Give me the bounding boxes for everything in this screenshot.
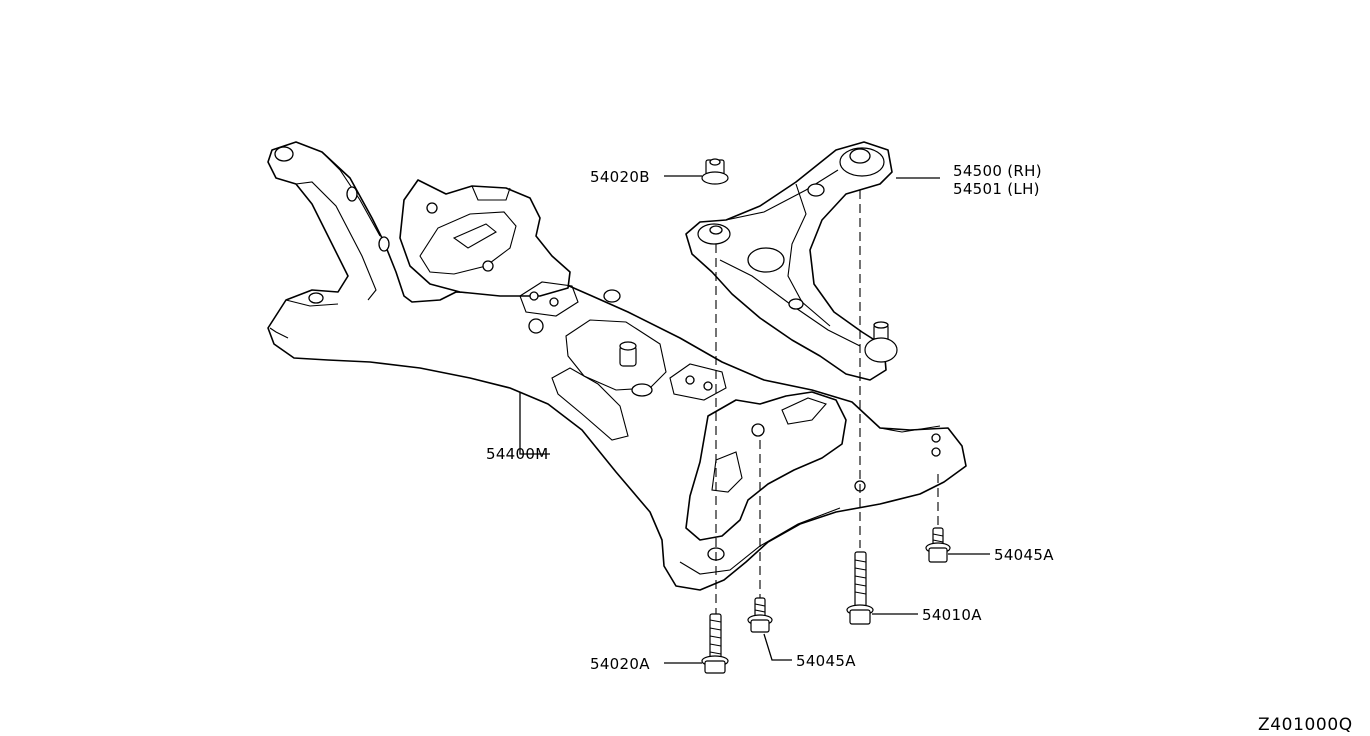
callout-suspension-member: 54400M (486, 445, 548, 463)
flange-nut-54020b-drawing (701, 158, 729, 185)
callout-transverse-link-rh: 54500 (RH) (953, 162, 1042, 180)
callout-bolt-54045a-lower: 54045A (796, 652, 856, 670)
bolt-54045a-lower-drawing (747, 597, 773, 633)
bolt-54020a-drawing (701, 613, 729, 674)
bolt-54010a-drawing (846, 551, 874, 625)
callout-bolt-54045a-right: 54045A (994, 546, 1054, 564)
diagram-reference-code: Z401000Q (1258, 715, 1353, 735)
callout-bolt-54010a: 54010A (922, 606, 982, 624)
transverse-link-drawing (685, 141, 898, 381)
callout-leader-lines (519, 175, 990, 664)
callout-nut-54020b: 54020B (590, 168, 650, 186)
bolt-54045a-right-drawing (925, 527, 951, 563)
front-suspension-member-drawing (267, 141, 967, 591)
callout-bolt-54020a: 54020A (590, 655, 650, 673)
assembly-centerlines (715, 190, 939, 614)
callout-transverse-link-lh: 54501 (LH) (953, 180, 1040, 198)
